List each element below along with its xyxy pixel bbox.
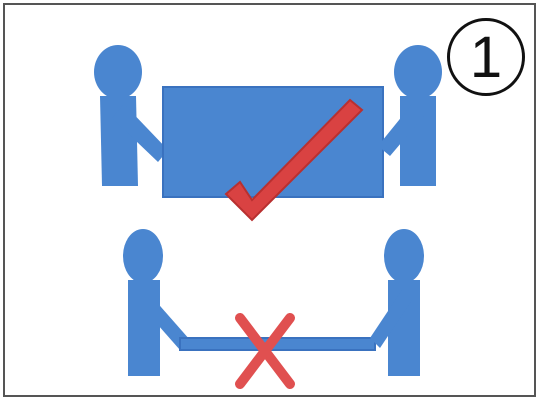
step-number: 1 [470, 29, 502, 87]
head [123, 229, 163, 283]
head [394, 45, 442, 99]
step-number-badge: 1 [447, 18, 525, 96]
head [94, 45, 142, 99]
head [384, 229, 424, 283]
body [400, 96, 436, 186]
body [100, 96, 138, 186]
